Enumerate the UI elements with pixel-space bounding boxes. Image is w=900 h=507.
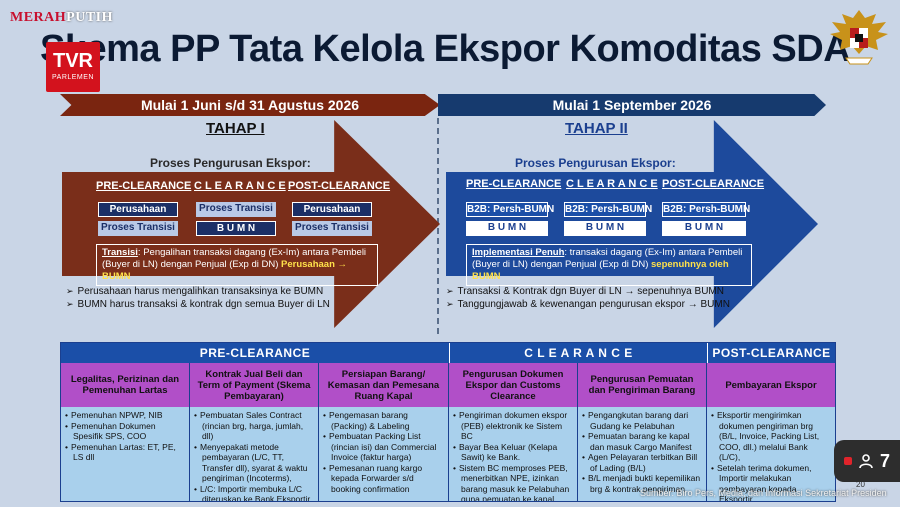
t1-post-row2: Proses Transisi [292,221,372,236]
period-tahap-1: Mulai 1 Juni s/d 31 Agustus 2026 [60,94,440,116]
table-head-clearance: C L E A R A N C E [449,343,707,363]
list-item: Pengangkutan barang dari Gudang ke Pelab… [582,410,702,431]
table-cell: Pengiriman dokumen ekspor (PEB) elektron… [449,407,578,501]
list-item: Menyepakati metode pembayaran (L/C, TT, … [194,442,314,484]
tahap-1-proses-label: Proses Pengurusan Ekspor: [150,156,311,170]
live-dot-icon [844,457,852,465]
list-item: Tanggungjawab & kewenangan pengurusan ek… [446,298,746,311]
list-item: B/L menjadi bukti kepemilikan brg & kont… [582,473,702,494]
t2-head-clearance: C L E A R A N C E [566,178,658,190]
live-viewer-badge[interactable]: 7 [834,440,900,482]
tvr-parlemen-logo: TVR PARLEMEN [46,42,100,92]
list-item: Transaksi & Kontrak dgn Buyer di LN → se… [446,285,746,298]
table-cell: Eksportir mengirimkan dokumen pengiriman… [707,407,835,501]
list-item: L/C: Importir membuka L/C diteruskan ke … [194,484,314,502]
t2-pre-row2: B U M N [466,221,548,236]
t1-pre-row1: Perusahaan [98,202,178,217]
t1-head-pre: PRE-CLEARANCE [96,180,192,192]
list-item: Pemenuhan Dokumen Spesifik SPS, COO [65,421,185,442]
table-subhead: Persiapan Barang/ Kemasan dan Pemesana R… [319,363,449,407]
list-item: Pemuatan barang ke kapal dan masuk Cargo… [582,431,702,452]
person-icon [859,454,873,469]
t2-clear-row2: B U M N [564,221,646,236]
table-head-pre: PRE-CLEARANCE [61,343,449,363]
t2-head-post: POST-CLEARANCE [662,178,765,190]
t1-clear-row2: B U M N [196,221,276,236]
t1-transisi-note: Transisi: Pengalihan transaksi dagang (E… [96,244,378,286]
list-item: Pengiriman dokumen ekspor (PEB) elektron… [453,410,573,442]
tahap-2-label: TAHAP II [565,120,628,137]
page-number: 20 [856,480,865,489]
garuda-emblem-icon [830,10,888,65]
t2-post-row1: B2B: Persh-BUMN [662,202,751,217]
tahap-2-proses-label: Proses Pengurusan Ekspor: [515,156,676,170]
table-subhead: Pembayaran Ekspor [707,363,835,407]
brand-logo: MERAHPUTIH [10,10,114,25]
t1-post-row1: Perusahaan [292,202,372,217]
slide-title: Skema PP Tata Kelola Ekspor Komoditas SD… [40,28,851,70]
table-head-post: POST-CLEARANCE [707,343,835,363]
tahap-1-label: TAHAP I [206,120,265,137]
list-item: BUMN harus transaksi & kontrak dgn semua… [66,298,356,311]
t1-pre-row2: Proses Transisi [98,221,178,236]
t2-clear-row1: B2B: Persh-BUMN [564,202,653,217]
table-cell: Pengangkutan barang dari Gudang ke Pelab… [578,407,707,501]
t1-clear-row1: Proses Transisi [196,202,276,217]
table-subhead: Pengurusan Pemuatan dan Pengiriman Baran… [578,363,707,407]
t2-bullets: Transaksi & Kontrak dgn Buyer di LN → se… [446,285,746,311]
t2-head-pre: PRE-CLEARANCE [466,178,562,190]
list-item: Eksportir mengirimkan dokumen pengiriman… [711,410,831,463]
list-item: Setelah terima dokumen, Importir melakuk… [711,463,831,502]
t2-post-row2: B U M N [662,221,746,236]
list-item: Bayar Bea Keluar (Kelapa Sawit) ke Bank. [453,442,573,463]
phase-divider [437,118,439,334]
list-item: Pemenuhan Lartas: ET, PE, LS dll [65,442,185,463]
table-cell: Pengemasan barang (Packing) & Labeling P… [319,407,449,501]
list-item: Pembuatan Sales Contract (rincian brg, h… [194,410,314,442]
table-subhead: Legalitas, Perizinan dan Pemenuhan Larta… [61,363,190,407]
list-item: Perusahaan harus mengalihkan transaksiny… [66,285,356,298]
t2-implementasi-note: Implementasi Penuh: transaksi dagang (Ex… [466,244,752,286]
t1-head-clearance: C L E A R A N C E [194,180,286,192]
process-table: PRE-CLEARANCE C L E A R A N C E POST-CLE… [60,342,836,502]
table-cell: Pemenuhan NPWP, NIB Pemenuhan Dokumen Sp… [61,407,190,501]
list-item: Pengemasan barang (Packing) & Labeling [323,410,444,431]
list-item: Pembuatan Packing List (rincian isi) dan… [323,431,444,463]
table-subhead: Pengurusan Dokumen Ekspor dan Customs Cl… [449,363,578,407]
viewer-count: 7 [880,450,891,471]
list-item: Pemesanan ruang kargo kepada Forwarder s… [323,463,444,495]
t2-pre-row1: B2B: Persh-BUMN [466,202,555,217]
t1-head-post: POST-CLEARANCE [288,180,391,192]
source-caption: Sumber: Biro Pers, Media, dan Informasi … [640,488,887,498]
list-item: Sistem BC memproses PEB, menerbitkan NPE… [453,463,573,502]
table-cell: Pembuatan Sales Contract (rincian brg, h… [190,407,319,501]
list-item: Agen Pelayaran terbitkan Bill of Lading … [582,452,702,473]
t1-bullets: Perusahaan harus mengalihkan transaksiny… [66,285,356,311]
period-tahap-2: Mulai 1 September 2026 [438,94,826,116]
list-item: Pemenuhan NPWP, NIB [65,410,185,421]
table-subhead: Kontrak Jual Beli dan Term of Payment (S… [190,363,319,407]
